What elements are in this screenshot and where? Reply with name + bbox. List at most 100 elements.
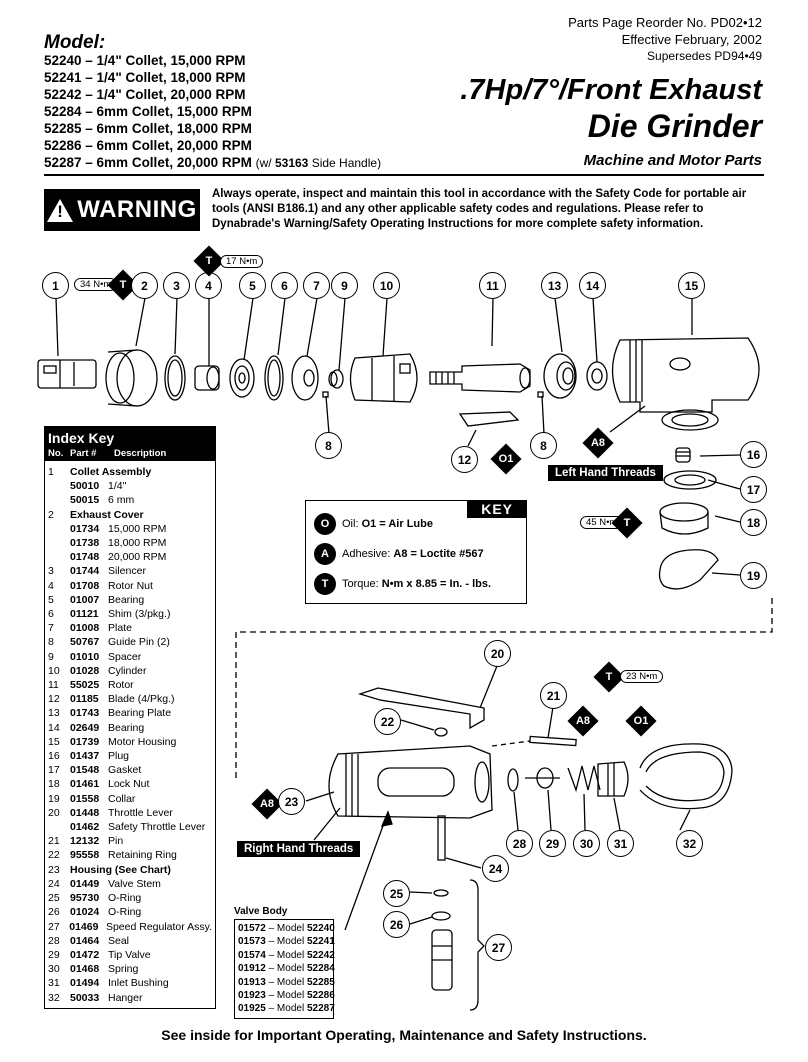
callout-29: 29 xyxy=(539,830,566,857)
callout-10: 10 xyxy=(373,272,400,299)
callout-15: 15 xyxy=(678,272,705,299)
callout-13: 13 xyxy=(541,272,568,299)
callout-26: 26 xyxy=(383,911,410,938)
valve-body-row: 01912 – Model 52284 xyxy=(238,963,335,975)
callout-19: 19 xyxy=(740,562,767,589)
callout-17: 17 xyxy=(740,476,767,503)
left-hand-threads-label: Left Hand Threads xyxy=(548,465,663,481)
callout-3: 3 xyxy=(163,272,190,299)
callout-18: 18 xyxy=(740,509,767,536)
callout-23: 23 xyxy=(278,788,305,815)
callout-27: 27 xyxy=(485,934,512,961)
oil-symbol: O1 xyxy=(490,443,522,475)
model-item: 52286 – 6mm Collet, 20,000 RPM xyxy=(44,138,252,153)
callout-1: 1 xyxy=(42,272,69,299)
model-item-with-handle: 52287 – 6mm Collet, 20,000 RPM (w/ 53163… xyxy=(44,155,382,170)
model-item: 52285 – 6mm Collet, 18,000 RPM xyxy=(44,121,252,136)
oil-icon: O xyxy=(314,513,336,535)
key-title: KEY xyxy=(467,500,527,518)
callout-12: 12 xyxy=(451,446,478,473)
adhesive-icon: A xyxy=(314,543,336,565)
supersedes: Supersedes PD94•49 xyxy=(647,49,762,63)
effective-date: Effective February, 2002 xyxy=(621,32,762,47)
callout-8: 8 xyxy=(315,432,342,459)
valve-body-row: 01925 – Model 52287 xyxy=(238,1003,335,1015)
oil-symbol: O1 xyxy=(625,705,657,737)
header-divider xyxy=(44,174,764,176)
valve-body-row: 01573 – Model 52241 xyxy=(238,936,335,948)
adhesive-symbol: A8 xyxy=(567,705,599,737)
callout-32: 32 xyxy=(676,830,703,857)
callout-30: 30 xyxy=(573,830,600,857)
footer-note: See inside for Important Operating, Main… xyxy=(161,1027,647,1043)
callout-5: 5 xyxy=(239,272,266,299)
model-item: 52284 – 6mm Collet, 15,000 RPM xyxy=(44,104,252,119)
index-key-header: Index Key No. Part # Description xyxy=(45,427,215,461)
model-list: 52240 – 1/4" Collet, 15,000 RPM 52241 – … xyxy=(44,52,381,172)
callout-9: 9 xyxy=(331,272,358,299)
warning-text: Always operate, inspect and maintain thi… xyxy=(212,188,747,230)
adhesive-symbol: A8 xyxy=(582,427,614,459)
callout-25: 25 xyxy=(383,880,410,907)
torque-23: 23 N•m xyxy=(620,670,664,683)
callout-28: 28 xyxy=(506,830,533,857)
valve-body-row: 01572 – Model 52240 xyxy=(238,923,335,934)
valve-body-row: 01923 – Model 52286 xyxy=(238,990,335,1002)
torque-34: 34 N•m xyxy=(74,278,118,291)
callout-6: 6 xyxy=(271,272,298,299)
callout-14: 14 xyxy=(579,272,606,299)
callout-2: 2 xyxy=(131,272,158,299)
model-item: 52240 – 1/4" Collet, 15,000 RPM xyxy=(44,53,246,68)
callout-7: 7 xyxy=(303,272,330,299)
warning-icon xyxy=(47,198,74,222)
reorder-number: Parts Page Reorder No. PD02•12 xyxy=(568,15,762,30)
callout-11: 11 xyxy=(479,272,506,299)
callout-31: 31 xyxy=(607,830,634,857)
model-heading: Model: xyxy=(44,32,106,53)
torque-symbol: T xyxy=(611,507,643,539)
valve-body-row: 01574 – Model 52242 xyxy=(238,949,335,961)
torque-17: 17 N•m xyxy=(220,255,264,268)
reorder-info: Parts Page Reorder No. PD02•12 Effective… xyxy=(568,14,762,65)
page-title: .7Hp/7°/Front Exhaust Die Grinder xyxy=(460,74,762,144)
